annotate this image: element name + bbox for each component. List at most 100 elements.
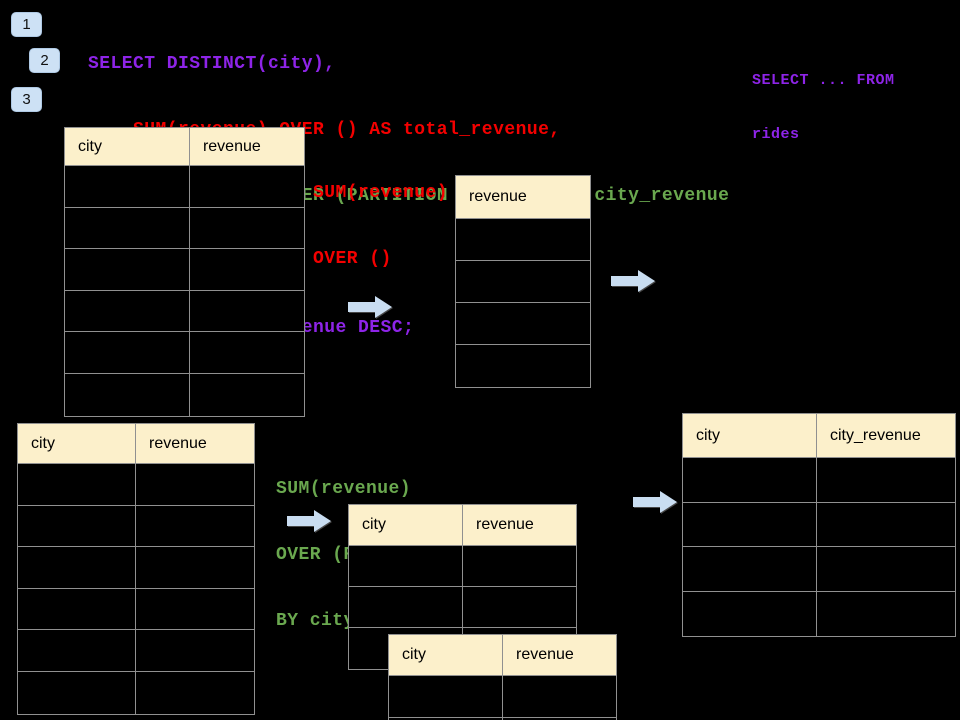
empty-cell: [189, 166, 304, 208]
empty-cell: [502, 718, 616, 720]
empty-cell: [18, 588, 136, 631]
table-row: [456, 261, 590, 303]
column-header-revenue: revenue: [189, 128, 304, 166]
flow-arrow-partition-result: [633, 490, 678, 514]
table-row: [18, 630, 254, 672]
table-row: [18, 464, 254, 506]
flow-arrow-total-result: [611, 269, 656, 293]
side-note-select-from: SELECT ... FROM rides: [752, 36, 895, 180]
empty-cell: [817, 547, 955, 592]
column-header-revenue: revenue: [462, 505, 576, 546]
table-row: [65, 249, 304, 291]
column-header-city: city: [349, 505, 463, 546]
empty-cell: [189, 332, 304, 374]
empty-cell: [456, 303, 590, 345]
column-header-city: city: [683, 414, 817, 458]
side-note-line-2: rides: [752, 126, 800, 143]
step-badge-1: 1: [11, 12, 42, 37]
empty-cell: [683, 458, 817, 503]
table-row: [683, 547, 955, 592]
table-row: [65, 290, 304, 333]
empty-cell: [136, 547, 254, 589]
column-header-revenue: revenue: [502, 635, 616, 676]
table-row: [18, 547, 254, 589]
table-row: [65, 166, 304, 208]
empty-cell: [136, 588, 254, 631]
table-row: [65, 207, 304, 250]
annotation-total-line-1: SUM(revenue): [313, 183, 449, 203]
table-row: [18, 505, 254, 548]
empty-cell: [65, 373, 190, 416]
empty-cell: [65, 249, 190, 291]
empty-cell: [18, 671, 136, 714]
annotation-total-revenue: SUM(revenue) OVER (): [313, 138, 448, 314]
column-header-city: city: [389, 635, 503, 676]
empty-cell: [462, 587, 576, 628]
column-header-city: city: [18, 424, 136, 464]
table-row: [65, 332, 304, 374]
column-header-city: city: [65, 128, 190, 166]
step-badge-2: 2: [29, 48, 60, 73]
table-row: [683, 591, 955, 636]
table-row: [65, 373, 304, 416]
empty-cell: [18, 547, 136, 589]
empty-cell: [136, 671, 254, 714]
annotation-total-line-2: OVER (): [313, 249, 392, 269]
empty-cell: [189, 373, 304, 416]
table-row: [683, 502, 955, 547]
table-row: [456, 303, 590, 345]
empty-cell: [462, 546, 576, 587]
empty-cell: [65, 332, 190, 374]
empty-cell: [18, 630, 136, 672]
step-badge-3: 3: [11, 87, 42, 112]
empty-cell: [65, 290, 190, 333]
table-total-revenue: revenue: [455, 175, 591, 388]
side-note-line-1: SELECT ... FROM: [752, 72, 895, 89]
table-row: [456, 345, 590, 387]
empty-cell: [683, 591, 817, 636]
empty-cell: [817, 502, 955, 547]
empty-cell: [136, 464, 254, 506]
empty-cell: [817, 458, 955, 503]
table-row: [18, 671, 254, 714]
column-header-revenue: revenue: [136, 424, 254, 464]
table-row: [349, 587, 576, 628]
flow-arrow-total: [348, 295, 393, 319]
table-row: [349, 546, 576, 587]
empty-cell: [683, 547, 817, 592]
empty-cell: [189, 207, 304, 250]
empty-cell: [683, 502, 817, 547]
empty-cell: [456, 261, 590, 303]
empty-cell: [136, 630, 254, 672]
empty-cell: [18, 464, 136, 506]
table-row: [389, 718, 616, 720]
column-header-city_revenue: city_revenue: [817, 414, 955, 458]
empty-cell: [189, 249, 304, 291]
empty-cell: [456, 219, 590, 261]
empty-cell: [389, 718, 503, 720]
empty-cell: [389, 676, 503, 718]
sql-line-select: SELECT DISTINCT(city),: [88, 54, 336, 74]
column-header-revenue: revenue: [456, 176, 590, 219]
empty-cell: [65, 207, 190, 250]
empty-cell: [456, 345, 590, 387]
table-row: [18, 588, 254, 631]
empty-cell: [65, 166, 190, 208]
table-row: [683, 458, 955, 503]
flow-arrow-partition: [287, 509, 332, 533]
empty-cell: [189, 290, 304, 333]
annotation-partition-line-1: SUM(revenue): [276, 479, 412, 499]
empty-cell: [349, 546, 463, 587]
empty-cell: [502, 676, 616, 718]
empty-cell: [349, 587, 463, 628]
